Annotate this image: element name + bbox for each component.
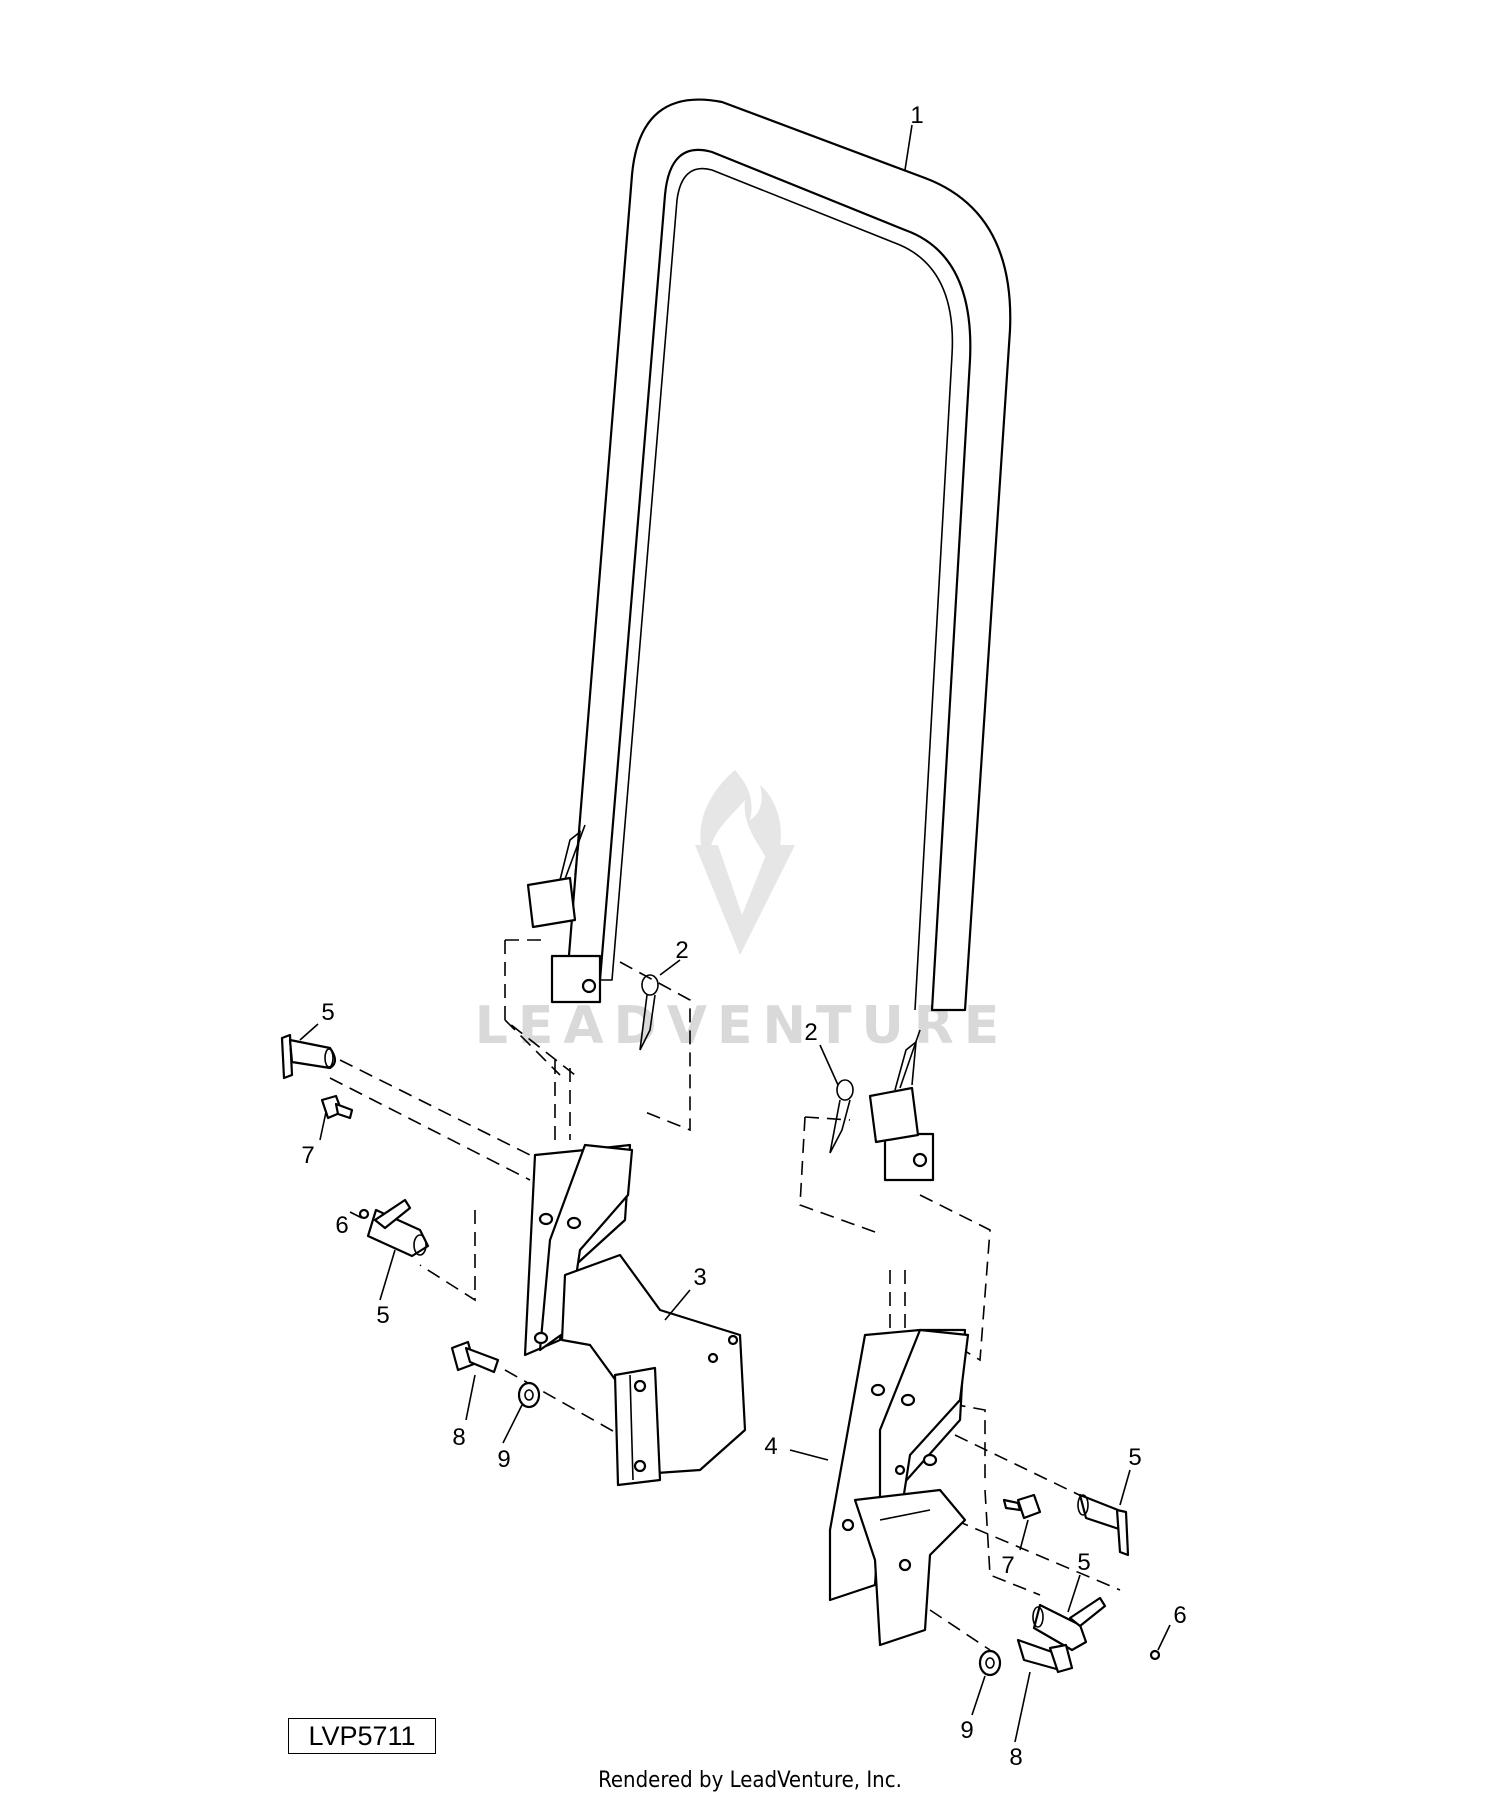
roll-bar-hoop (526, 98, 1012, 1182)
callout-7-left: 7 (301, 1142, 314, 1169)
hair-pin-clip-left (639, 974, 659, 1051)
callout-3: 3 (693, 1264, 706, 1291)
flange-bolt-left (320, 1094, 354, 1120)
cotter-pin-left (358, 1208, 370, 1220)
callout-2-left: 2 (675, 937, 688, 964)
figure-id-label: LVP5711 (288, 1718, 436, 1754)
callout-7-right: 7 (1001, 1552, 1014, 1579)
callout-2-right: 2 (804, 1019, 817, 1046)
hair-pin-clip-right (829, 1079, 854, 1154)
callout-4: 4 (764, 1433, 777, 1460)
washer-left (517, 1381, 541, 1409)
callout-5-lower-left: 5 (376, 1302, 389, 1329)
clevis-pin-upper-right (1077, 1493, 1130, 1557)
flame-logo-icon (695, 770, 795, 955)
callout-6-right: 6 (1173, 1602, 1186, 1629)
cap-screw-left (450, 1340, 500, 1374)
callout-5-upper-right: 5 (1128, 1444, 1141, 1471)
clevis-pin-lower-right (1032, 1596, 1107, 1652)
callout-6-left: 6 (335, 1212, 348, 1239)
clevis-pin-upper-left (280, 1033, 337, 1080)
callout-5-lower-right: 5 (1077, 1549, 1090, 1576)
callout-8-left: 8 (452, 1424, 465, 1451)
callout-1: 1 (910, 102, 923, 129)
cap-screw-right (1016, 1638, 1074, 1674)
cotter-pin-right (1149, 1649, 1161, 1661)
left-mount-bracket (523, 1143, 747, 1487)
callout-labels: 1 2 2 3 4 5 5 5 5 6 6 7 7 8 8 9 9 (301, 102, 1186, 1771)
callout-9-left: 9 (497, 1446, 510, 1473)
callout-5-upper-left: 5 (321, 999, 334, 1026)
right-mount-bracket (828, 1328, 970, 1647)
watermark-text: LEADVENTURE (475, 996, 1010, 1056)
assembly-lines (329, 939, 1121, 1651)
callout-9-right: 9 (960, 1717, 973, 1744)
washer-right (978, 1649, 1002, 1677)
leader-lines (299, 124, 1171, 1743)
flange-bolt-right (1002, 1493, 1042, 1520)
callout-8-right: 8 (1009, 1744, 1022, 1771)
clevis-pin-lower-left (366, 1198, 430, 1258)
footer-credit: Rendered by LeadVenture, Inc. (598, 1768, 902, 1793)
